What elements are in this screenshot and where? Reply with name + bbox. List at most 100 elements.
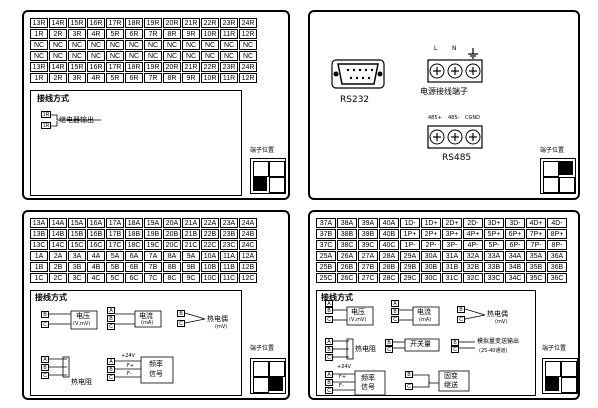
terminal-cell: NC [144,51,162,61]
terminal-cell: 38B [337,229,357,239]
terminal-cell: 34A [505,251,525,261]
relay-label: 固变 [444,372,458,380]
terminal-cell: 27B [358,262,378,272]
terminal-cell: NC [68,51,86,61]
power-l-label: L [434,45,438,52]
relay-wire [51,114,101,127]
terminal-cell: 1P+ [400,229,420,239]
terminal-cell: 40A [379,218,399,228]
terminal-cell: 10R [201,29,219,39]
terminal-cell: 7A [144,251,162,261]
terminal-cell: 30B [421,262,441,272]
terminal-cell: 13A [30,218,48,228]
terminal-cell: 29A [400,251,420,261]
rtd-label: 热电阻 [355,345,376,353]
terminal-cell: 22R [201,18,219,28]
terminal-cell: 8A [163,251,181,261]
terminal-cell: 17B [106,229,124,239]
terminal-cell: 39A [358,218,378,228]
terminal-cell: 4R [87,73,105,83]
terminal-cell: 4C [87,273,105,283]
terminal-cell: 18B [125,229,143,239]
rtd-terminal-b: B [325,346,333,353]
terminal-cell: 12C [239,273,257,283]
terminal-cell: 12B [239,262,257,272]
freq-24v-label: +24V [121,353,135,359]
terminal-cell: 20R [163,18,181,28]
freq-fplus-label: F+ [339,374,347,380]
relay-terminal-a: 1R [41,111,51,118]
terminal-cell: 26C [337,273,357,283]
rs485-label: RS485 [442,153,472,163]
thermocouple-label: 热电偶 [487,310,508,318]
terminal-cell: NC [239,51,257,61]
freq-fplus-label: F+ [127,363,135,369]
terminal-cell: 37A [316,218,336,228]
relay-terminal-b: 1R [41,122,51,129]
voltage-unit: (V,mV) [73,321,91,327]
terminal-cell: NC [49,40,67,50]
terminal-cell: NC [106,40,124,50]
tc-terminal-b: B [457,306,465,313]
terminal-cell: 4A [87,251,105,261]
terminal-cell: 3P- [442,240,462,250]
terminal-cell: NC [68,40,86,50]
terminal-cell: 2B [49,262,67,272]
terminal-cell: 17R [106,62,124,72]
terminal-cell: 5P+ [484,229,504,239]
terminal-cell: NC [49,51,67,61]
freq-terminal-a: A [325,371,333,378]
terminal-cell: 8P- [547,240,567,250]
rtd-terminal-c: C [325,354,333,361]
terminal-cell: 4P- [463,240,483,250]
terminal-cell: NC [182,40,200,50]
terminal-cell: 20A [163,218,181,228]
terminal-cell: NC [125,51,143,61]
terminal-cell: 3A [68,251,86,261]
rtd-terminal-c: C [41,372,49,379]
terminal-cell: 1D- [400,218,420,228]
terminal-cell: 35B [526,262,546,272]
terminal-cell: 3C [68,273,86,283]
terminal-cell: 28C [379,273,399,283]
terminal-cell: 2A [49,251,67,261]
terminal-cell: 6R [125,29,143,39]
terminal-cell: 33B [484,262,504,272]
terminal-cell: 20R [163,62,181,72]
freq-terminal-a: A [107,358,115,365]
terminal-cell: 9A [182,251,200,261]
terminal-cell: 6R [125,73,143,83]
terminal-cell: 27C [358,273,378,283]
current-terminal-a: A [107,307,115,314]
terminal-cell: 23R [220,62,238,72]
freq-terminal-c: C [325,387,333,394]
current-terminal-c: C [391,316,399,323]
rs232-label: RS232 [340,95,370,105]
terminal-cell: 8R [163,73,181,83]
terminal-cell: 10C [201,273,219,283]
terminal-cell: 1P- [400,240,420,250]
terminal-cell: 4B [87,262,105,272]
switch-label: 开关量 [410,340,431,348]
terminal-cell: 5P- [484,240,504,250]
terminal-cell: 3R [68,29,86,39]
terminal-cell: 30A [421,251,441,261]
terminal-cell: 23B [220,229,238,239]
terminal-cell: 11R [220,29,238,39]
terminal-cell: 14B [49,229,67,239]
terminal-cell: 17C [106,240,124,250]
terminal-cell: 8R [163,29,181,39]
terminal-cell: 34B [505,262,525,272]
voltage-terminal-c: C [325,316,333,323]
terminal-cell: 14A [49,218,67,228]
terminal-cell: 4R [87,29,105,39]
current-unit: (mA) [141,320,154,326]
terminal-cell: 2P+ [421,229,441,239]
terminal-cell: 37B [316,229,336,239]
current-label: 电流 [139,312,153,320]
terminal-cell: 13R [30,62,48,72]
wiring-box-relay: 接线方式 1R 1R 继电器输出 [30,90,242,196]
terminal-cell: 1A [30,251,48,261]
current-terminal-c: C [107,323,115,330]
terminal-cell: 1C [30,273,48,283]
